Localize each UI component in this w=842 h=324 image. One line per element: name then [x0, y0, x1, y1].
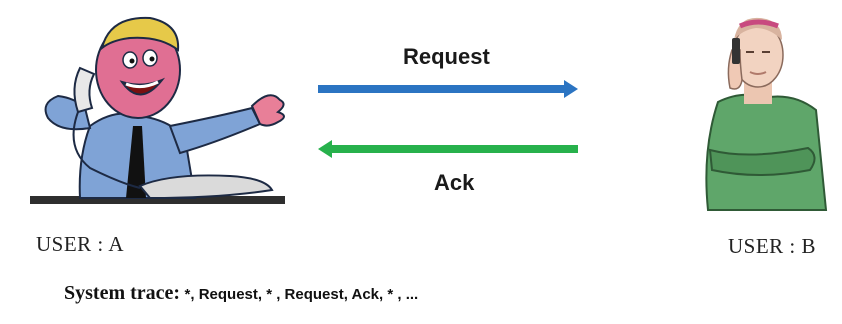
system-trace-value: *, Request, * , Request, Ack, * , ... [184, 286, 419, 303]
man-on-mobile-phone-icon [705, 17, 828, 211]
request-arrow [318, 80, 578, 98]
user-b-illustration [705, 17, 828, 211]
user-a-illustration [30, 16, 285, 204]
user-b-label: USER : B [728, 234, 817, 258]
request-arrow-head [564, 80, 578, 98]
user-a-label: USER : A [36, 232, 125, 256]
ack-label: Ack [434, 170, 475, 195]
cartoon-man-on-phone-icon [30, 16, 285, 204]
request-arrow-shaft [318, 85, 566, 93]
ack-arrow [318, 140, 578, 158]
ack-arrow-shaft [330, 145, 578, 153]
ack-arrow-head [318, 140, 332, 158]
system-trace-label: System trace: [64, 282, 181, 304]
request-label: Request [403, 44, 490, 69]
system-trace: System trace: *, Request, * , Request, A… [64, 282, 418, 305]
